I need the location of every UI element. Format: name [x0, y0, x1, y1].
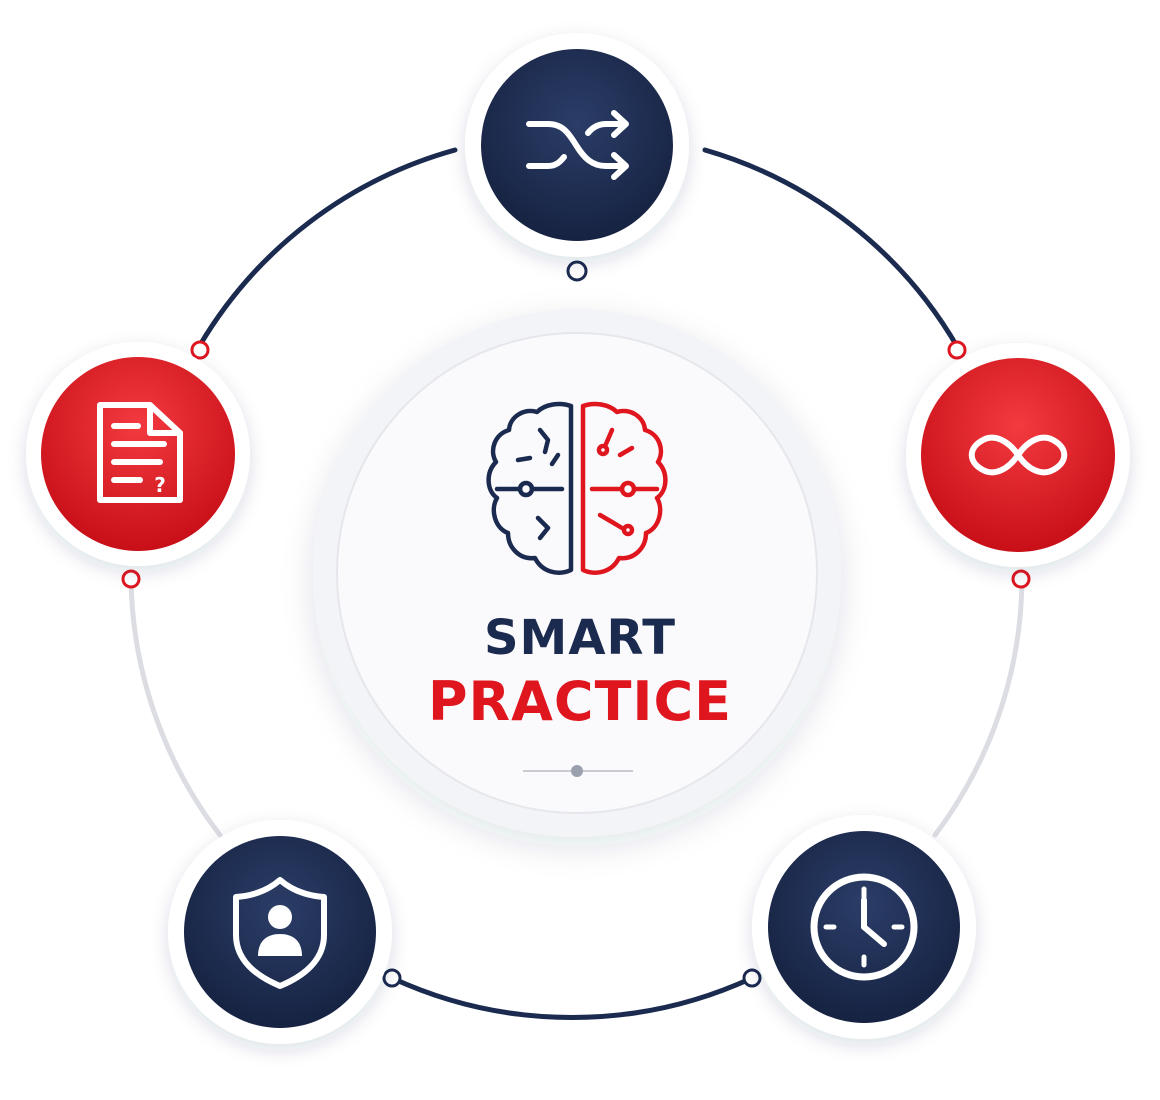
dot-right-lower: [1011, 569, 1031, 589]
dot-bottom-right: [742, 968, 762, 988]
arc-right-bottom: [932, 575, 1025, 838]
shuffle-icon: [526, 110, 629, 180]
node-left[interactable]: ?: [26, 342, 250, 566]
dot-right-upper: [947, 340, 967, 360]
node-bottom-right[interactable]: [752, 815, 976, 1039]
connector-dots: [121, 260, 1031, 988]
node-top[interactable]: [465, 33, 689, 257]
dot-bottom-left: [382, 968, 402, 988]
arc-left-bottom: [128, 575, 223, 838]
arc-bottom: [389, 975, 755, 1020]
clock-icon: [810, 873, 918, 981]
question-mark: ?: [154, 473, 166, 497]
dot-left-lower: [121, 569, 141, 589]
title-line-2: PRACTICE: [427, 670, 733, 733]
title-line-1: SMART: [483, 610, 677, 666]
center-hub: [313, 309, 841, 837]
brain-circuit-icon: [486, 401, 668, 575]
infinity-icon: [968, 434, 1068, 476]
arc-top-left: [197, 147, 458, 348]
connector-arcs: [128, 147, 1025, 1020]
shield-user-icon: [233, 877, 327, 989]
question-document-icon: [97, 402, 183, 503]
node-bottom-left[interactable]: [168, 820, 392, 1044]
dot-left-upper: [190, 340, 210, 360]
arc-top-right: [702, 147, 961, 351]
dot-top: [566, 260, 588, 282]
node-right[interactable]: [906, 343, 1130, 567]
divider-slider: [523, 765, 633, 777]
